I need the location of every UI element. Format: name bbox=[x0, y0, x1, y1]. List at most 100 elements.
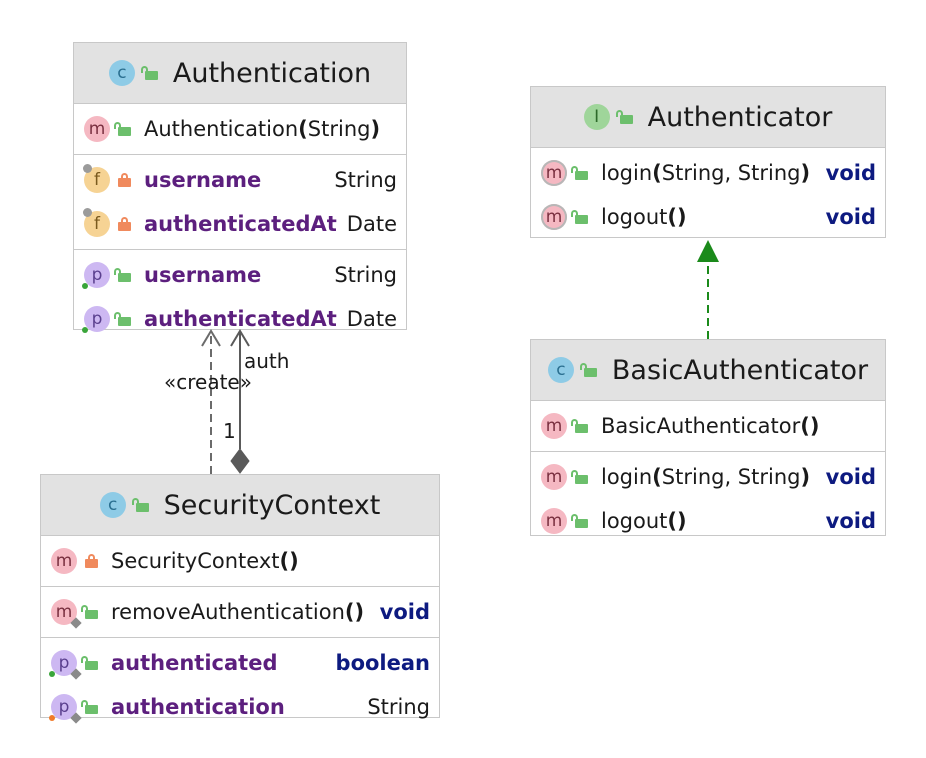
public-icon bbox=[81, 656, 99, 670]
method-params: String, String bbox=[661, 465, 801, 489]
property-type: String bbox=[334, 263, 397, 287]
badge-letter: p bbox=[58, 653, 70, 673]
class-title: SecurityContext bbox=[163, 489, 381, 521]
field-icon: f bbox=[83, 164, 110, 193]
method-row[interactable]: m removeAuthentication() void bbox=[41, 590, 439, 634]
properties-section: p authenticated boolean p authentication… bbox=[41, 638, 439, 732]
method-icon: m bbox=[541, 413, 567, 439]
composition-arrowhead bbox=[230, 329, 250, 347]
final-icon bbox=[83, 208, 92, 217]
public-icon bbox=[571, 419, 589, 433]
public-icon bbox=[615, 110, 634, 124]
class-title: BasicAuthenticator bbox=[611, 354, 869, 386]
public-icon bbox=[571, 470, 589, 484]
method-row[interactable]: m logout() void bbox=[531, 195, 885, 239]
member-signature: BasicAuthenticator() bbox=[601, 414, 876, 438]
method-row[interactable]: m login(String, String) void bbox=[531, 151, 885, 195]
method-params: String, String bbox=[661, 161, 801, 185]
constructor-row[interactable]: m Authentication(String) bbox=[74, 107, 406, 151]
public-icon bbox=[140, 66, 159, 80]
class-title: Authentication bbox=[172, 57, 372, 89]
field-name: username bbox=[144, 168, 262, 192]
method-name: login bbox=[601, 465, 653, 489]
property-type: String bbox=[367, 695, 430, 719]
return-type: void bbox=[825, 465, 876, 489]
public-icon bbox=[579, 363, 598, 377]
open-paren: ( bbox=[652, 465, 662, 489]
method-icon: m bbox=[51, 599, 82, 629]
badge-letter: f bbox=[94, 170, 100, 190]
public-icon bbox=[571, 514, 589, 528]
class-title: Authenticator bbox=[647, 101, 833, 133]
class-header: c BasicAuthenticator bbox=[531, 340, 885, 401]
member-signature: login(String, String) bbox=[601, 161, 816, 185]
fields-section: f username String f authenticatedAt Date bbox=[74, 155, 406, 250]
method-row[interactable]: m logout() void bbox=[531, 499, 885, 543]
abstract-method-icon: m bbox=[541, 160, 567, 186]
field-row[interactable]: f username String bbox=[74, 158, 406, 202]
method-icon: m bbox=[84, 116, 110, 142]
close-paren: ) bbox=[370, 117, 381, 141]
return-type: void bbox=[379, 600, 430, 624]
methods-section: m login(String, String) void m logout() … bbox=[531, 148, 885, 242]
class-security-context[interactable]: c SecurityContext m SecurityContext() m … bbox=[40, 474, 440, 724]
badge-letter: p bbox=[58, 697, 70, 717]
property-name: authentication bbox=[111, 695, 285, 719]
badge-letter: f bbox=[94, 214, 100, 234]
member-signature: logout() bbox=[601, 205, 816, 229]
member-signature: logout() bbox=[601, 509, 816, 533]
composition-diamond bbox=[230, 448, 250, 474]
class-basic-authenticator[interactable]: c BasicAuthenticator m BasicAuthenticato… bbox=[530, 339, 886, 536]
property-row[interactable]: p authenticated boolean bbox=[41, 641, 439, 685]
private-icon bbox=[118, 217, 132, 231]
public-icon bbox=[114, 268, 132, 282]
property-row[interactable]: p authenticatedAt Date bbox=[74, 297, 406, 341]
constructor-name: Authentication bbox=[144, 117, 299, 141]
constructor-row[interactable]: m SecurityContext() bbox=[41, 539, 439, 583]
public-icon bbox=[571, 210, 589, 224]
method-row[interactable]: m login(String, String) void bbox=[531, 455, 885, 499]
class-header: I Authenticator bbox=[531, 87, 885, 148]
final-icon bbox=[83, 164, 92, 173]
property-row[interactable]: p username String bbox=[74, 253, 406, 297]
public-icon bbox=[571, 166, 589, 180]
property-type: boolean bbox=[335, 651, 430, 675]
private-icon bbox=[118, 173, 132, 187]
field-row[interactable]: f authenticatedAt Date bbox=[74, 202, 406, 246]
property-row[interactable]: p authentication String bbox=[41, 685, 439, 729]
open-paren: ( bbox=[298, 117, 308, 141]
member-signature: Authentication(String) bbox=[144, 117, 397, 141]
interface-authenticator[interactable]: I Authenticator m login(String, String) … bbox=[530, 86, 886, 238]
class-icon: c bbox=[547, 357, 574, 383]
public-icon bbox=[131, 498, 150, 512]
return-type: void bbox=[825, 161, 876, 185]
constructor-params: String bbox=[307, 117, 371, 141]
field-icon: f bbox=[83, 208, 110, 237]
constructors-section: m BasicAuthenticator() bbox=[531, 401, 885, 452]
property-icon: p bbox=[82, 262, 110, 289]
member-signature: SecurityContext() bbox=[111, 549, 430, 573]
method-name: removeAuthentication bbox=[111, 600, 345, 624]
setter-dot-icon bbox=[49, 715, 55, 721]
class-authentication[interactable]: c Authentication m Authentication(String… bbox=[73, 42, 407, 333]
method-parens: () bbox=[667, 205, 687, 229]
method-name: login bbox=[601, 161, 653, 185]
method-parens: () bbox=[279, 549, 299, 573]
create-label: «create» bbox=[164, 370, 252, 394]
method-parens: () bbox=[667, 509, 687, 533]
class-icon: c bbox=[108, 60, 135, 86]
property-name: authenticated bbox=[111, 651, 278, 675]
close-paren: ) bbox=[800, 161, 811, 185]
badge-letter: p bbox=[91, 265, 103, 285]
return-type: void bbox=[825, 509, 876, 533]
method-name: logout bbox=[601, 509, 668, 533]
constructor-row[interactable]: m BasicAuthenticator() bbox=[531, 404, 885, 448]
getter-dot-icon bbox=[82, 327, 88, 333]
property-icon: p bbox=[49, 694, 82, 724]
close-paren: ) bbox=[800, 465, 811, 489]
constructor-name: BasicAuthenticator bbox=[601, 414, 801, 438]
public-icon bbox=[81, 700, 99, 714]
property-name: username bbox=[144, 263, 262, 287]
interface-icon: I bbox=[583, 104, 610, 130]
